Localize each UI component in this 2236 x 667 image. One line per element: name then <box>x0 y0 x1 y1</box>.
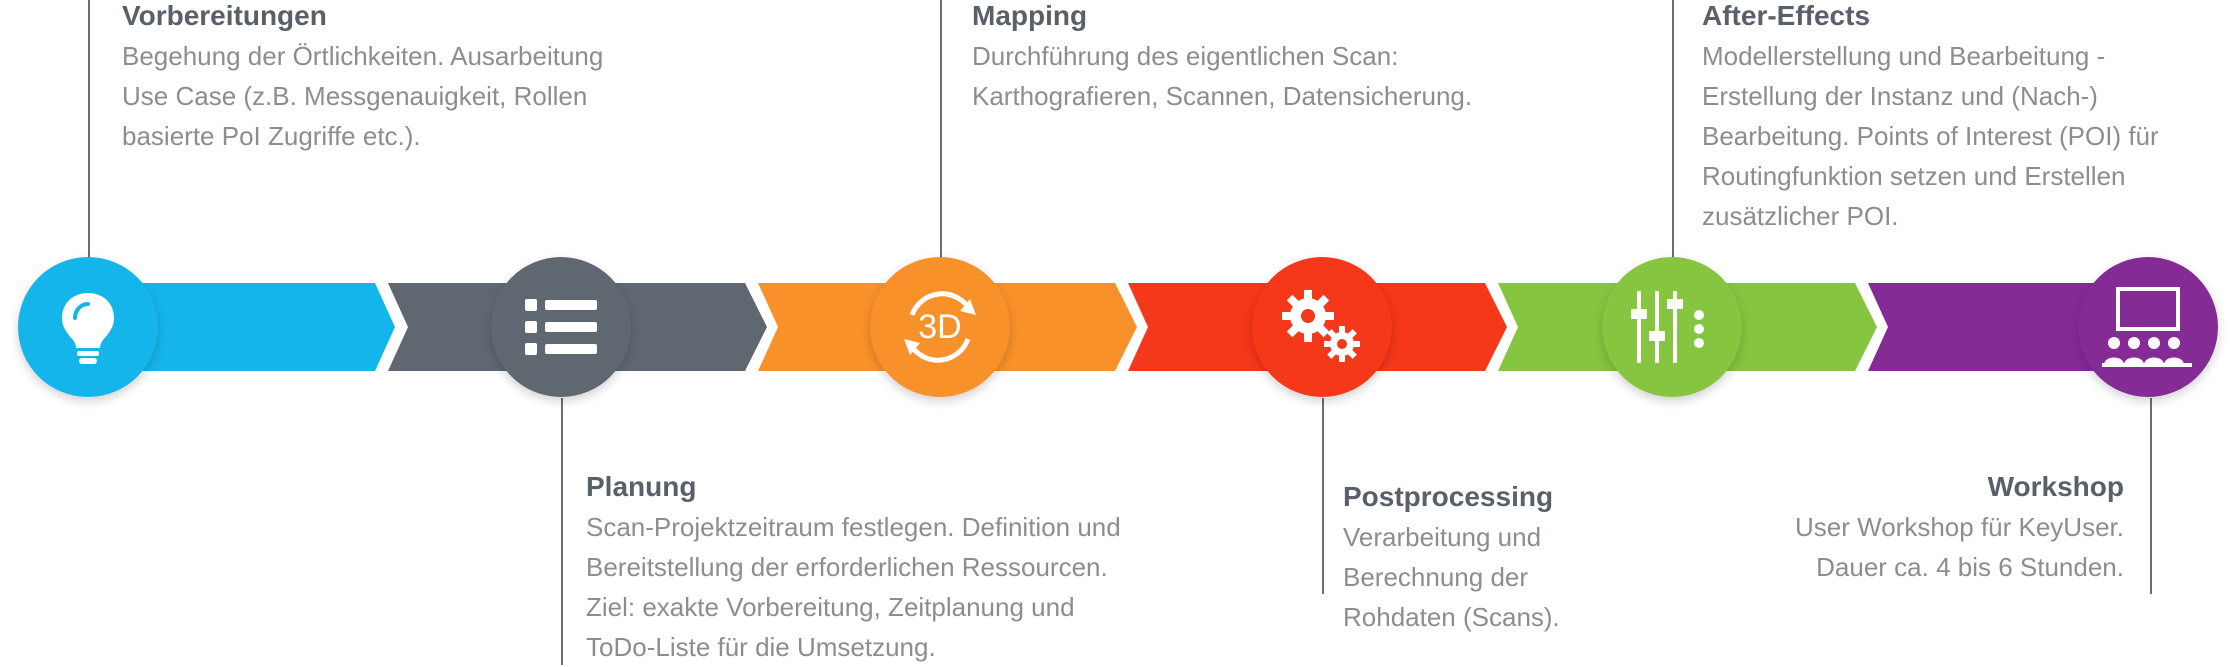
step-description: Durchführung des eigentlichen Scan: Kart… <box>972 41 1473 111</box>
connector-planung <box>561 398 563 665</box>
step-title: Workshop <box>1987 471 2124 502</box>
gears-icon <box>1282 290 1360 362</box>
step-description: Begehung der Örtlichkeiten. Ausarbeitung… <box>122 41 604 151</box>
step-title: Postprocessing <box>1343 481 1554 512</box>
presentation-audience-icon <box>2102 287 2192 367</box>
step-title: Mapping <box>972 0 1088 31</box>
lightbulb-icon <box>62 293 114 364</box>
step-description: Verarbeitung und Berechnung der Rohdaten… <box>1343 522 1560 632</box>
step-text-workshop: Workshop User Workshop für KeyUser. Daue… <box>1700 471 2124 587</box>
step-circle-postprocessing <box>1252 257 1392 397</box>
3d-rotate-icon: 3D <box>904 291 976 363</box>
step-title: After-Effects <box>1702 0 1871 31</box>
step-text-after-effects: After-Effects Modellerstellung und Bearb… <box>1702 0 2222 236</box>
connector-postprocessing <box>1322 398 1324 594</box>
step-text-vorbereitungen: Vorbereitungen Begehung der Örtlichkeite… <box>122 0 682 156</box>
step-description: Scan-Projektzeitraum festlegen. Definiti… <box>586 512 1121 662</box>
svg-text:3D: 3D <box>918 308 961 346</box>
connector-vorbereitungen <box>88 0 90 258</box>
connector-workshop <box>2150 398 2152 594</box>
step-description: User Workshop für KeyUser. Dauer ca. 4 b… <box>1795 512 2124 582</box>
step-circle-vorbereitungen <box>18 257 158 397</box>
step-text-postprocessing: Postprocessing Verarbeitung und Berechnu… <box>1343 481 1643 637</box>
connector-after-effects <box>1672 0 1674 258</box>
step-title: Vorbereitungen <box>122 0 327 31</box>
step-title: Planung <box>586 471 697 502</box>
step-text-planung: Planung Scan-Projektzeitraum festlegen. … <box>586 471 1226 667</box>
step-circle-workshop <box>2078 257 2218 397</box>
step-circle-after-effects <box>1602 257 1742 397</box>
step-description: Modellerstellung und Bearbeitung - Erste… <box>1702 41 2159 231</box>
step-circle-mapping: 3D <box>870 257 1010 397</box>
list-icon <box>525 299 597 355</box>
connector-mapping <box>940 0 942 258</box>
step-circle-planung <box>491 257 631 397</box>
step-text-mapping: Mapping Durchführung des eigentlichen Sc… <box>972 0 1532 116</box>
sliders-icon <box>1631 291 1704 363</box>
